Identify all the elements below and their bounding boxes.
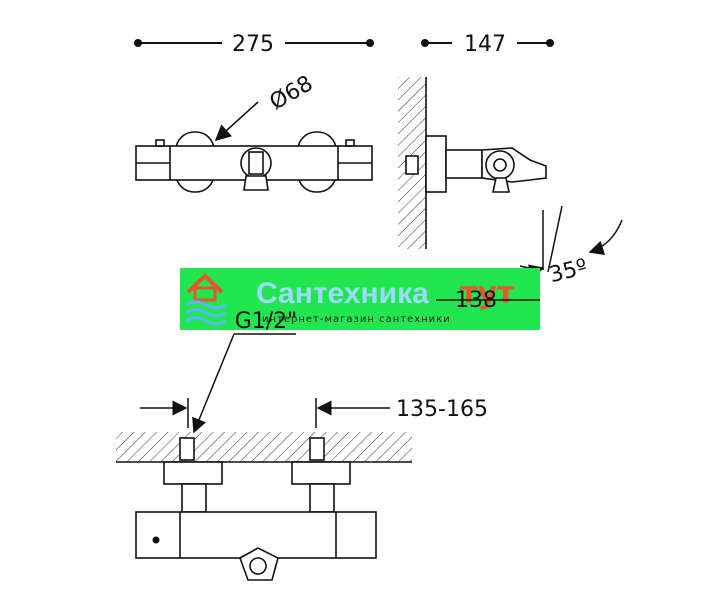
watermark-band: Сантехника тут интернет-магазин сантехни… (180, 268, 540, 330)
diameter-label: Ø68 (266, 71, 318, 115)
thread-label: G1/2" (235, 309, 298, 334)
angle-label: 35º (547, 255, 590, 289)
dimension-147: 147 (421, 32, 554, 57)
dimension-135-165: 135-165 (140, 397, 488, 428)
dimension-275-label: 275 (232, 32, 274, 57)
dimension-147-label: 147 (464, 32, 506, 57)
house-logo-icon (185, 273, 227, 326)
dimension-275: 275 (134, 32, 374, 57)
front-view (135, 131, 373, 193)
angle-callout (519, 205, 623, 279)
thread-callout: G1/2" (192, 309, 298, 434)
diameter-callout: Ø68 (214, 71, 318, 142)
side-view (398, 77, 547, 249)
watermark-subtitle: интернет-магазин сантехники (262, 314, 451, 325)
bottom-view (116, 432, 412, 581)
watermark-suffix: тут (460, 276, 515, 311)
dimension-138-label: 138 (455, 288, 497, 313)
watermark-title: Сантехника (256, 277, 429, 310)
dimension-138: 138 (436, 288, 540, 313)
dimension-135-165-label: 135-165 (396, 397, 488, 422)
